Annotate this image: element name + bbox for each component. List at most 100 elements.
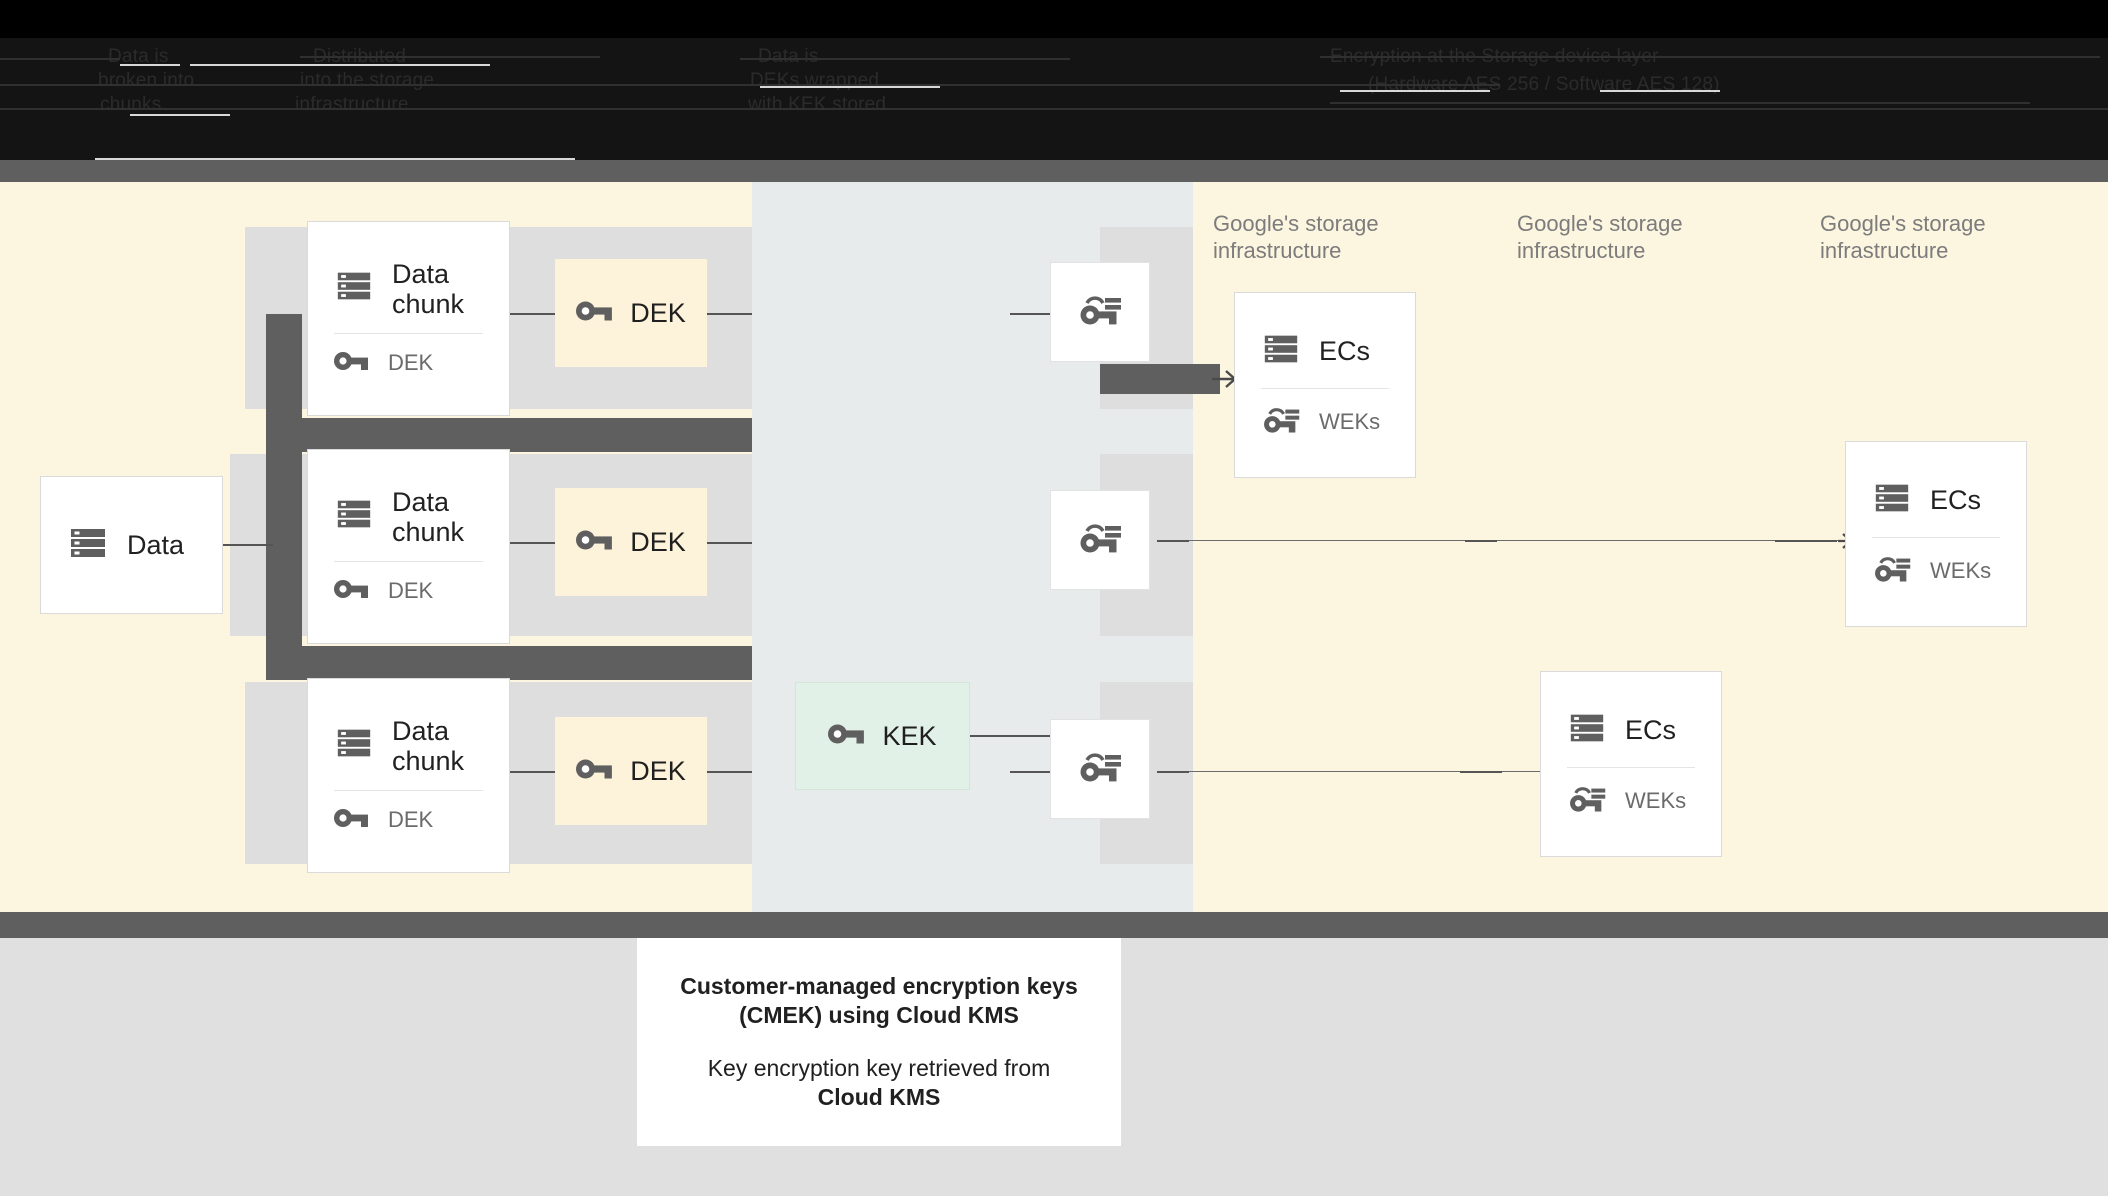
wrapped-key-icon <box>1077 291 1123 334</box>
keybox-kek-label: KEK <box>882 720 937 751</box>
ecs-2-title-row: ECs <box>1846 478 2026 523</box>
connector-source-to-fan <box>223 544 273 546</box>
card-data-chunk-2[interactable]: Data chunk DEK <box>307 449 510 644</box>
ecs-3-divider <box>1567 766 1695 768</box>
caption-line-1a: Customer-managed encryption keys <box>680 973 1078 999</box>
ecs-2-divider <box>1872 536 2000 538</box>
fan-branch-bar-1 <box>266 418 752 452</box>
redaction-underline <box>760 86 940 88</box>
connector-to-wk1 <box>1010 313 1050 315</box>
caption-block-1: Customer-managed encryption keys (CMEK) … <box>680 972 1078 1030</box>
keybox-dek-2-label: DEK <box>630 526 686 557</box>
storage-label-1: Google's storage infrastructure <box>1213 211 1379 263</box>
redacted-header-band: Data is broken into chunks Distributed i… <box>0 0 2108 160</box>
card-ecs-3[interactable]: ECs WEKs <box>1540 671 1722 857</box>
key-icon <box>334 576 370 607</box>
redaction-underline <box>120 64 180 66</box>
keybox-dek-3-label: DEK <box>630 755 686 786</box>
arrow-line-to-ecs-3 <box>1157 771 1617 772</box>
ecs-3-key-row: WEKs <box>1541 782 1721 821</box>
card-data-source[interactable]: Data <box>40 476 223 614</box>
redaction-underline <box>190 64 490 66</box>
connector-chunk3-dek3 <box>510 771 555 773</box>
arrow-line-tick-b <box>1465 540 1497 542</box>
ecs-2-key-label: WEKs <box>1930 558 1992 583</box>
ecs-1-key-label: WEKs <box>1319 409 1381 434</box>
card-data-source-row: Data <box>41 522 222 569</box>
key-icon <box>576 755 614 788</box>
wrapped-key-icon <box>1567 782 1607 821</box>
chunk-1-title-row: Data chunk <box>308 259 509 319</box>
header-text-c1l1: Data is <box>108 46 169 67</box>
arrow-line-to-ecs-2 <box>1157 540 1847 541</box>
header-text-c3l2: DEKs wrapped <box>750 70 880 91</box>
redaction-underline <box>1340 90 1490 92</box>
key-icon <box>828 720 866 753</box>
ecs-1-title-row: ECs <box>1235 329 1415 374</box>
fan-branch-bar-2 <box>266 646 752 680</box>
server-icon <box>1261 329 1301 374</box>
redaction-strike <box>0 108 2108 110</box>
server-icon <box>67 522 109 569</box>
connector-to-wk3 <box>1010 771 1050 773</box>
connector-chunk2-dek2 <box>510 542 555 544</box>
chunk-3-divider <box>334 789 483 791</box>
redaction-strike <box>1320 56 2100 58</box>
header-text-c3l1: Data is <box>758 46 819 67</box>
chunk-3-key-row: DEK <box>308 805 509 836</box>
redaction-underline <box>130 114 230 116</box>
arrow-line-tick-c <box>1775 540 1837 542</box>
chunk-2-key-label: DEK <box>388 578 434 603</box>
wrapped-key-icon <box>1077 519 1123 562</box>
ecs-1-key-row: WEKs <box>1235 403 1415 442</box>
chunk-2-title: Data chunk <box>392 486 465 547</box>
ecs-3-title-row: ECs <box>1541 708 1721 753</box>
keybox-kek[interactable]: KEK <box>795 682 970 790</box>
chunk-3-title: Data chunk <box>392 715 465 776</box>
chunk-3-key-label: DEK <box>388 807 434 832</box>
ec-feed-bar <box>1100 364 1220 394</box>
server-icon <box>334 494 374 539</box>
chunk-1-title: Data chunk <box>392 258 465 319</box>
connector-dek1-right <box>707 313 752 315</box>
wrapped-key-box-3[interactable] <box>1050 719 1150 819</box>
caption-line-2b: Cloud KMS <box>817 1084 941 1110</box>
header-text-c4l2: (Hardware AES 256 / Software AES 128) <box>1368 74 1720 95</box>
wrapped-key-icon <box>1077 748 1123 791</box>
card-ecs-2[interactable]: ECs WEKs <box>1845 441 2027 627</box>
server-icon <box>334 723 374 768</box>
server-icon <box>1872 478 1912 523</box>
ecs-2-title: ECs <box>1930 485 1982 515</box>
header-text-rows: Data is broken into chunks Distributed i… <box>0 38 2108 160</box>
redaction-underline <box>1600 90 1720 92</box>
server-icon <box>1567 708 1607 753</box>
card-data-chunk-3[interactable]: Data chunk DEK <box>307 678 510 873</box>
fan-vertical-bar <box>266 314 302 650</box>
keybox-dek-2[interactable]: DEK <box>555 488 707 596</box>
ecs-3-title: ECs <box>1625 715 1677 745</box>
caption-line-1b: (CMEK) using Cloud KMS <box>739 1002 1019 1028</box>
header-text-c1l3: chunks <box>100 94 162 115</box>
ecs-2-key-row: WEKs <box>1846 552 2026 591</box>
card-ecs-1[interactable]: ECs WEKs <box>1234 292 1416 478</box>
top-dark-separator <box>0 160 2108 182</box>
header-text-c2l2: into the storage <box>300 70 435 91</box>
chunk-3-title-row: Data chunk <box>308 716 509 776</box>
ecs-1-title: ECs <box>1319 336 1371 366</box>
arrow-line3-tick-b <box>1460 771 1502 773</box>
caption-block-2: Key encryption key retrieved from Cloud … <box>708 1054 1051 1112</box>
header-top-filler <box>0 0 2108 38</box>
connector-kek-to-wk2 <box>970 735 1050 737</box>
wrapped-key-icon <box>1872 552 1912 591</box>
arrow-line3-tick-a <box>1157 771 1189 773</box>
key-icon <box>576 297 614 330</box>
wrapped-key-box-2[interactable] <box>1050 490 1150 590</box>
card-data-chunk-1[interactable]: Data chunk DEK <box>307 221 510 416</box>
ecs-1-divider <box>1261 387 1389 389</box>
wrapped-key-box-1[interactable] <box>1050 262 1150 362</box>
redaction-strike <box>0 58 120 60</box>
caption-zone: Customer-managed encryption keys (CMEK) … <box>0 938 2108 1196</box>
keybox-dek-1[interactable]: DEK <box>555 259 707 367</box>
keybox-dek-3[interactable]: DEK <box>555 717 707 825</box>
